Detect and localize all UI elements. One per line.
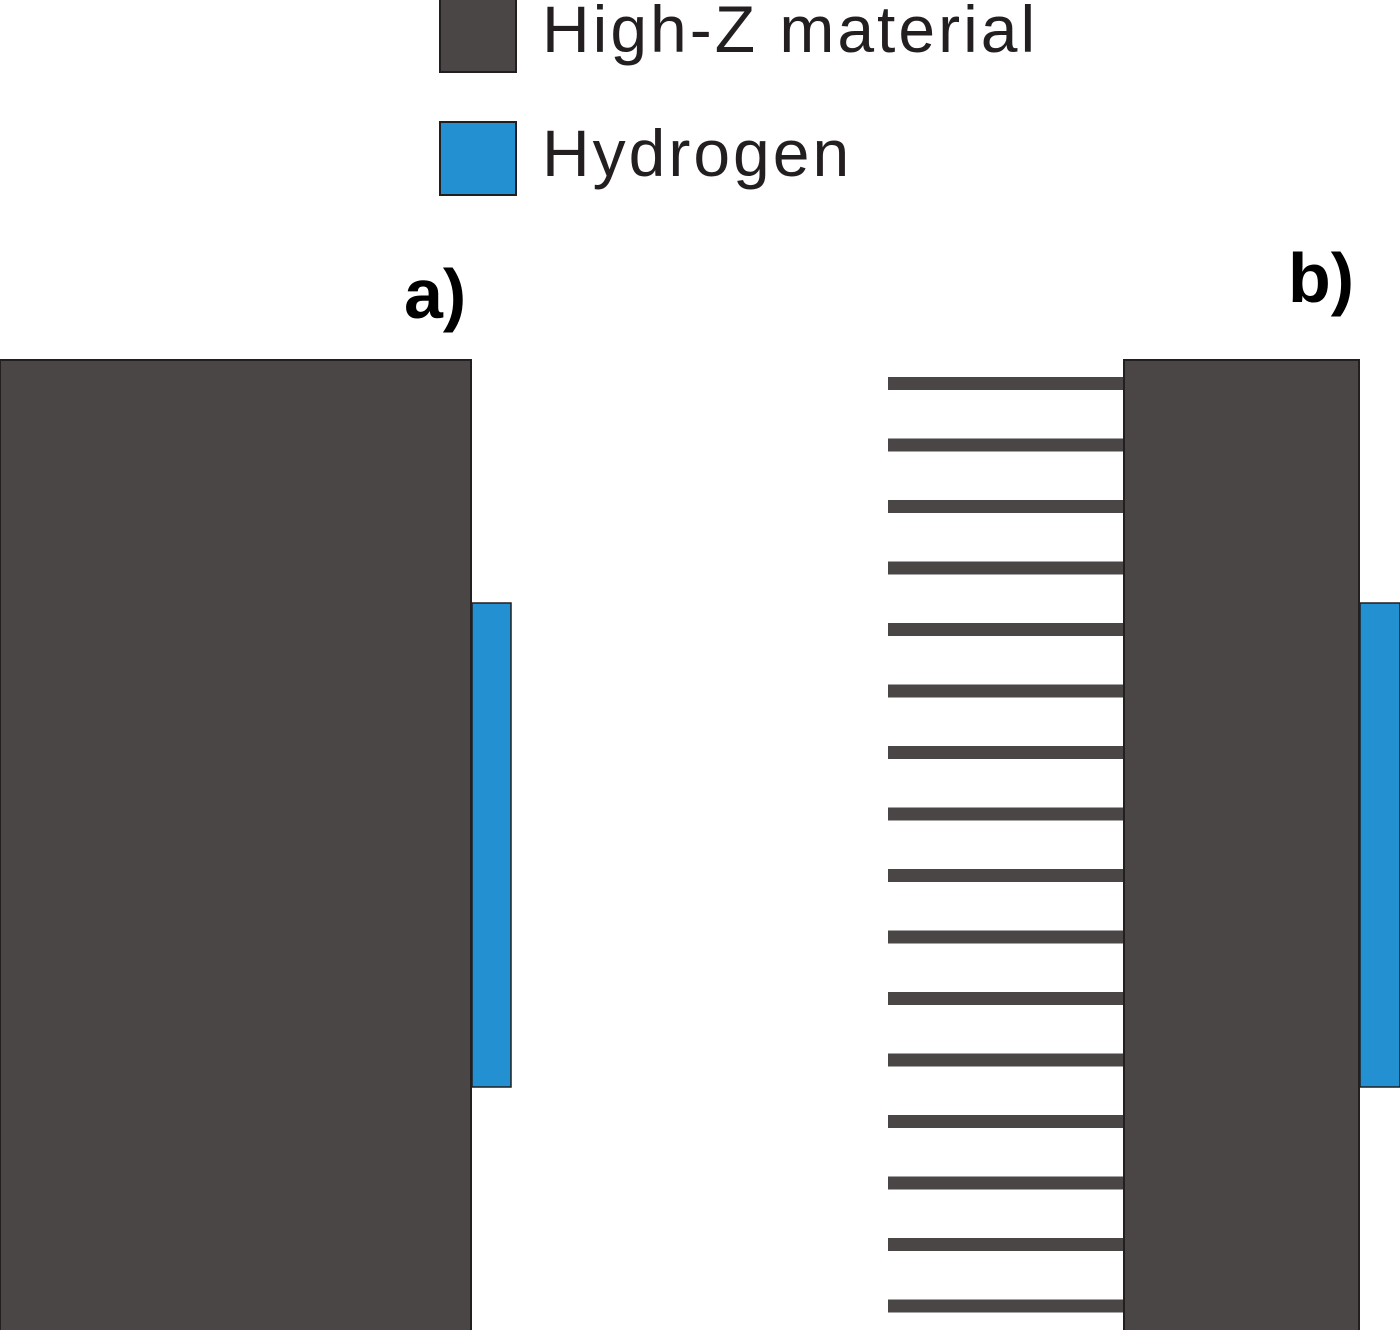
panel-a-hydrogen-layer (471, 602, 512, 1088)
panel-b-fin (888, 930, 1125, 944)
panel-b: b) (888, 239, 1400, 1330)
panel-b-fin (888, 1299, 1125, 1313)
panel-b-fin (888, 746, 1125, 759)
panel-b-fin (888, 438, 1125, 452)
panel-b-hydrogen-layer (1359, 602, 1400, 1088)
panel-b-fin (888, 684, 1125, 698)
panel-b-fin (888, 1115, 1125, 1128)
legend: High-Z material Hydrogen (439, 0, 1038, 196)
panel-b-fin (888, 869, 1125, 882)
legend-swatch-hydrogen (439, 121, 517, 196)
panel-b-fins (888, 377, 1125, 1313)
panel-b-label: b) (1288, 239, 1354, 317)
panel-b-fin (888, 992, 1125, 1005)
panel-b-fin (888, 1176, 1125, 1190)
panel-a-high-z-block (0, 359, 472, 1330)
panel-b-fin (888, 377, 1125, 390)
legend-label-high-z: High-Z material (542, 0, 1038, 66)
panel-b-high-z-block (1123, 359, 1360, 1330)
panel-a: a) (0, 255, 512, 1330)
panel-a-label: a) (404, 255, 466, 333)
legend-swatch-high-z (439, 0, 517, 73)
legend-label-hydrogen: Hydrogen (542, 116, 852, 190)
panel-b-fin (888, 1053, 1125, 1067)
panel-b-fin (888, 561, 1125, 575)
panel-b-fin (888, 623, 1125, 636)
panel-b-fin (888, 500, 1125, 513)
panel-b-fin (888, 1238, 1125, 1251)
panel-b-fin (888, 807, 1125, 821)
